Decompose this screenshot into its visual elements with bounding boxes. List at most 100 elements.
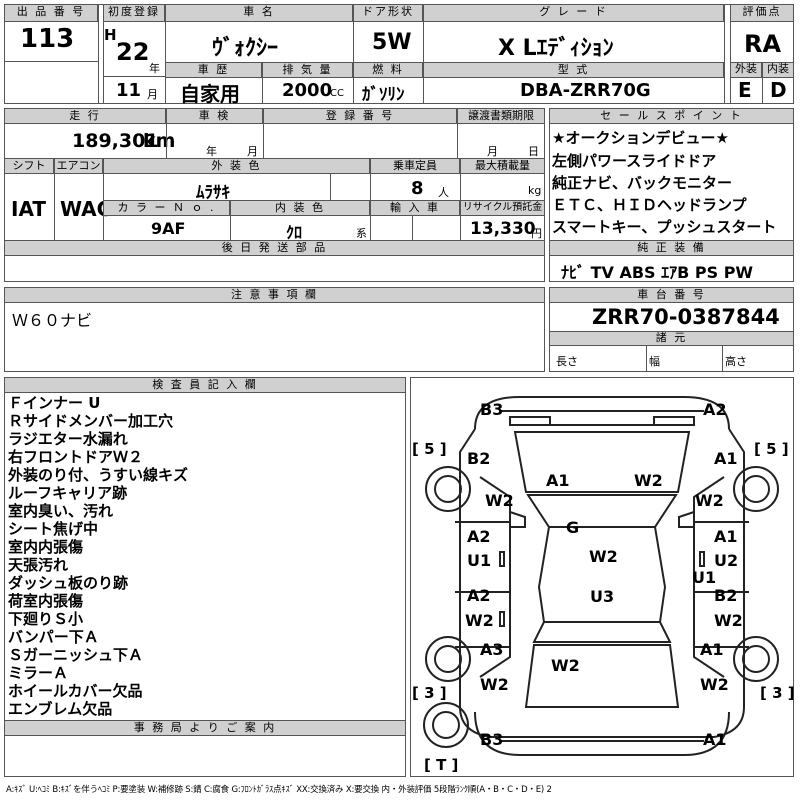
transfer-month-unit: 月 <box>487 145 498 158</box>
inspector-line: エンブレム欠品 <box>8 700 113 718</box>
import-label: 輸 入 車 <box>370 200 460 216</box>
inspector-line: ホイールカバー欠品 <box>8 682 143 700</box>
exterior-score: E <box>738 78 752 102</box>
damage-code: A1 <box>546 471 570 490</box>
inspector-line: ルーフキャリア跡 <box>8 484 128 502</box>
sales-points-label: セ ー ル ス ポ イ ン ト <box>549 108 794 124</box>
equipment-label: 純 正 装 備 <box>549 240 794 256</box>
body-outline <box>459 428 745 738</box>
plate-label: 登 録 番 号 <box>263 108 457 124</box>
damage-code: A2 <box>467 527 491 546</box>
damage-code: U2 <box>714 551 739 570</box>
tire-tread-left-front-label: [ 5 ] <box>412 440 447 458</box>
damage-code: U1 <box>467 551 492 570</box>
door-type: 5W <box>372 30 412 55</box>
damage-code: W2 <box>465 611 494 630</box>
registration-era: H <box>104 26 117 44</box>
damage-code: A1 <box>703 730 727 749</box>
damage-code: U1 <box>692 568 717 587</box>
damage-code: W2 <box>634 471 663 490</box>
inspection-year-unit: 年 <box>206 145 217 158</box>
sales-point-item: 純正ナビ、バックモニター <box>552 174 733 192</box>
displacement-unit: CC <box>330 88 344 99</box>
color-number-label: カ ラ ー Ｎ ｏ . <box>103 200 230 216</box>
exterior-score-label: 外装 <box>730 62 762 78</box>
spec-length-label: 長さ <box>556 355 578 368</box>
damage-code: W2 <box>551 656 580 675</box>
displacement: 2000 <box>282 80 333 101</box>
capacity: 8 <box>411 178 424 199</box>
inspector-line: ミラーＡ <box>8 664 69 682</box>
transfer-deadline-label: 譲渡書類期限 <box>457 108 545 124</box>
ac: WAC <box>60 197 112 221</box>
car-name: ｳﾞｫｸｼｰ <box>212 36 279 61</box>
notes-text: Ｗ６０ナビ <box>12 311 93 330</box>
sales-point-item: ＥＴＣ、ＨＩＤヘッドランプ <box>552 196 747 214</box>
interior-score-label: 内装 <box>762 62 794 78</box>
exterior-color: ﾑﾗｻｷ <box>196 183 230 203</box>
first-registration-label: 初度登録 <box>103 4 165 22</box>
inspector-line: Ｒサイドメンバー加工穴 <box>8 412 174 430</box>
inspector-line: 室内内張傷 <box>8 538 84 556</box>
damage-code: W2 <box>695 491 724 510</box>
sales-point-item: ★オークションデビュー★ <box>552 129 729 147</box>
interior-color-unit: 系 <box>356 227 367 240</box>
damage-legend: A:ｷｽﾞ U:ﾍｺﾐ B:ｷｽﾞを伴うﾍｺﾐ P:要塗装 W:補修跡 S:錆 … <box>6 785 552 795</box>
damage-code: G <box>566 518 580 537</box>
shift: IAT <box>11 197 47 221</box>
sales-point-item: 左側パワースライドドア <box>552 152 717 170</box>
spare-tire-label: [ T ] <box>424 756 459 774</box>
registration-month: 11 <box>116 80 142 101</box>
interior-score: D <box>770 78 787 102</box>
tire-tread-right-front-label: [ 5 ] <box>754 440 789 458</box>
inspector-line: 外装のり付、うすい線キズ <box>8 466 189 484</box>
capacity-unit: 人 <box>438 186 449 199</box>
front-bumper-outline <box>474 396 730 430</box>
tire-tread-left-rear-label: [ 3 ] <box>412 684 447 702</box>
registration-month-unit: 月 <box>147 88 158 101</box>
notes-label: 注 意 事 項 欄 <box>4 287 545 303</box>
ac-label: エアコン <box>54 158 103 174</box>
fuel: ｶﾞｿﾘﾝ <box>362 85 405 105</box>
car-name-label: 車 名 <box>165 4 353 22</box>
registration-year: 22 <box>116 38 150 66</box>
car-outline-diagram <box>423 396 779 756</box>
office-label: 事 務 局 よ り ご 案 内 <box>4 720 406 736</box>
mileage-unit: km <box>143 130 176 152</box>
inspector-line: Ｓガーニッシュ下Ａ <box>8 646 144 664</box>
max-load-unit: kg <box>528 184 542 197</box>
damage-code: W2 <box>700 675 729 694</box>
lot-number: 113 <box>20 24 75 54</box>
grade: X Lｴﾃﾞｨｼｮﾝ <box>498 36 614 61</box>
inspector-line: 荷室内張傷 <box>8 592 84 610</box>
recycle-fee-unit: 円 <box>531 227 542 240</box>
damage-code: A2 <box>703 400 727 419</box>
damage-code: A1 <box>714 527 738 546</box>
inspector-block <box>4 377 406 777</box>
door-type-label: ドア形状 <box>353 4 423 22</box>
transfer-day-unit: 日 <box>528 145 539 158</box>
damage-code: W2 <box>714 611 743 630</box>
rear-bumper-outline <box>474 711 730 756</box>
damage-code: A2 <box>467 586 491 605</box>
color-number: 9AF <box>151 219 186 238</box>
damage-code: A1 <box>714 449 738 468</box>
damage-diagram-block <box>410 377 794 777</box>
shift-label: シフト <box>4 158 54 174</box>
inspector-line: 天張汚れ <box>8 556 69 574</box>
exterior-color-label: 外 装 色 <box>103 158 370 174</box>
tire-tread-right-rear-label: [ 3 ] <box>760 684 795 702</box>
specs-label: 諸 元 <box>549 331 794 346</box>
inspector-line: 下廻りＳ小 <box>8 610 84 628</box>
inspector-line: ラジエター水漏れ <box>8 430 128 448</box>
damage-code: W2 <box>485 491 514 510</box>
spec-height-label: 高さ <box>725 355 747 368</box>
inspector-line: シート焦げ中 <box>8 520 99 538</box>
model-label: 型 式 <box>423 62 724 78</box>
damage-code: B3 <box>480 400 504 419</box>
damage-code: W2 <box>589 547 618 566</box>
damage-code: U3 <box>590 587 615 606</box>
fuel-label: 燃 料 <box>353 62 423 78</box>
inspector-line: バンパー下Ａ <box>8 628 99 646</box>
equipment: ﾅﾋﾞ TV ABS ｴｱB PS PW <box>561 263 754 282</box>
